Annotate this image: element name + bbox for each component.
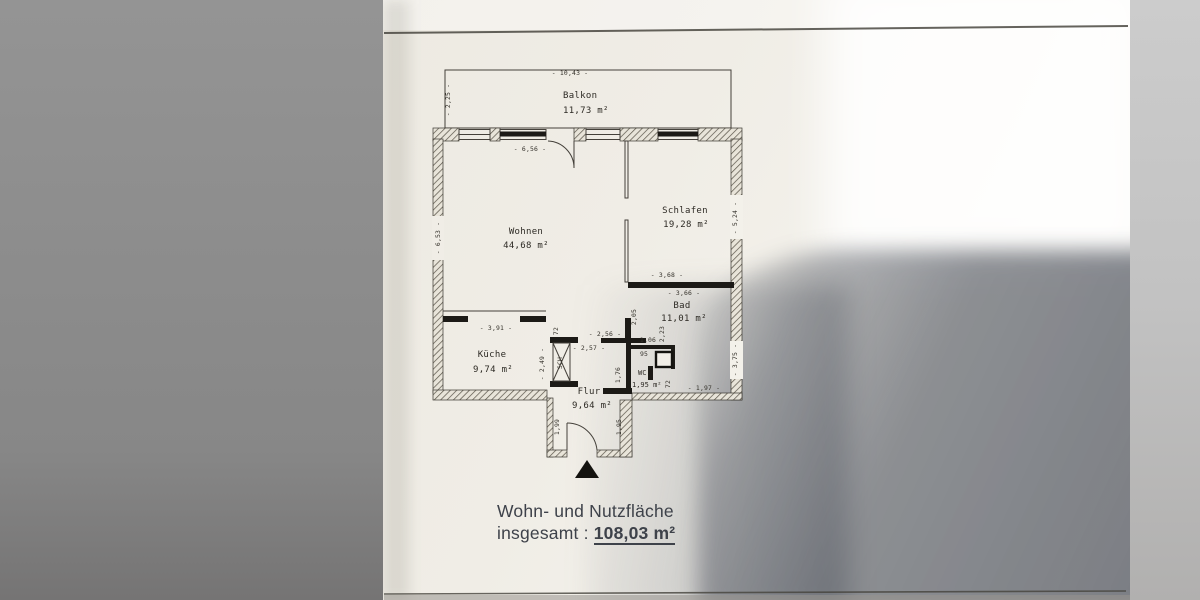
dim-bad-small-w2: 95 xyxy=(640,350,648,358)
window-dark-bar xyxy=(500,131,546,137)
room-area-bad: 11,01 m² xyxy=(661,314,707,324)
balcony-outline: - 10,43 - - 2,25 - Balkon 11,73 m² xyxy=(444,69,732,129)
paper-edges xyxy=(383,25,1130,600)
window-dark-bar xyxy=(658,131,698,137)
room-label-schlafen: Schlafen xyxy=(662,206,708,216)
room-area-wohnen: 44,68 m² xyxy=(503,241,549,251)
room-area-wc: 1,95 m² xyxy=(632,381,662,389)
entrance-door-arc xyxy=(566,422,598,451)
dim-schlafen-right: - 5,24 - xyxy=(731,202,739,234)
paper-left-shading xyxy=(383,0,409,600)
partition-wohnen-schlafen xyxy=(624,140,629,283)
doors xyxy=(547,140,598,451)
dim-shaft-w: 72 xyxy=(552,327,560,335)
room-label-balkon: Balkon xyxy=(563,91,597,101)
room-label-flur: Flur xyxy=(578,387,601,397)
dim-vest-right: 1,95 xyxy=(615,419,623,435)
interior-walls xyxy=(443,282,734,394)
summary-label: insgesamt : xyxy=(497,523,589,543)
windows xyxy=(458,129,699,140)
paper-sheet xyxy=(383,0,1130,600)
dim-schlafen-bottom: - 3,68 - xyxy=(651,271,683,279)
table-surface-left xyxy=(0,0,383,600)
dim-kueche-top: - 3,91 - xyxy=(480,324,512,332)
dim-kueche-right: - 2,49 - xyxy=(538,348,546,380)
room-label-wohnen: Wohnen xyxy=(509,227,543,237)
dim-bad-mid: 2,23 xyxy=(658,326,666,342)
outer-wall-dim-labels: - 6,53 - - 5,24 - - 3,75 - xyxy=(432,195,743,379)
dim-flur-top1: - 2,56 - xyxy=(589,330,621,338)
dim-wc-w: 72 xyxy=(664,380,672,388)
photo-edge-right xyxy=(1130,0,1200,600)
entrance-arrow xyxy=(575,460,599,478)
dim-balcony-width: - 10,43 - xyxy=(552,69,588,77)
dim-wohnen-top: - 6,56 - xyxy=(514,145,546,153)
dim-left-height: - 6,53 - xyxy=(434,222,442,254)
dimension-labels: - 6,56 - - 3,68 - - 3,66 - 2,05 2,23 1,0… xyxy=(480,145,720,435)
dim-balcony-depth: - 2,25 - xyxy=(444,84,452,116)
summary-line1: Wohn- und Nutzfläche xyxy=(497,501,674,521)
room-area-balkon: 11,73 m² xyxy=(563,106,609,116)
room-labels: Wohnen 44,68 m² Schlafen 19,28 m² Bad 11… xyxy=(473,206,709,411)
dim-vest-left: 1,99 xyxy=(553,419,561,435)
outer-walls xyxy=(432,127,743,458)
dim-bad-top: - 3,66 - xyxy=(668,289,700,297)
summary-total-area: 108,03 m² xyxy=(593,523,676,545)
dim-flur-left: 1,76 xyxy=(614,367,622,383)
dim-right-lower: - 3,75 - xyxy=(731,344,739,376)
room-area-flur: 9,64 m² xyxy=(572,401,612,411)
dim-bad-small-w: 1,06 xyxy=(640,336,656,344)
paper-light-highlight xyxy=(823,0,1130,270)
room-area-schlafen: 19,28 m² xyxy=(663,220,709,230)
room-label-wc: WC xyxy=(638,369,646,377)
dim-bottom-right: - 1,97 - xyxy=(688,384,720,392)
shaft-box xyxy=(654,350,674,369)
area-summary: Wohn- und Nutzfläche insgesamt : 108,03 … xyxy=(497,500,676,545)
camera-shadow xyxy=(698,250,1130,600)
dim-flur-top2: - 2,57 - xyxy=(573,344,605,352)
balcony-door-arc xyxy=(547,140,575,169)
room-label-bad: Bad xyxy=(673,301,690,311)
room-area-kueche: 9,74 m² xyxy=(473,365,513,375)
shaft-label: SCH xyxy=(556,357,564,369)
dim-bad-left: 2,05 xyxy=(630,309,638,325)
summary-line2: insgesamt : 108,03 m² xyxy=(497,522,676,545)
room-label-kueche: Küche xyxy=(478,350,507,360)
